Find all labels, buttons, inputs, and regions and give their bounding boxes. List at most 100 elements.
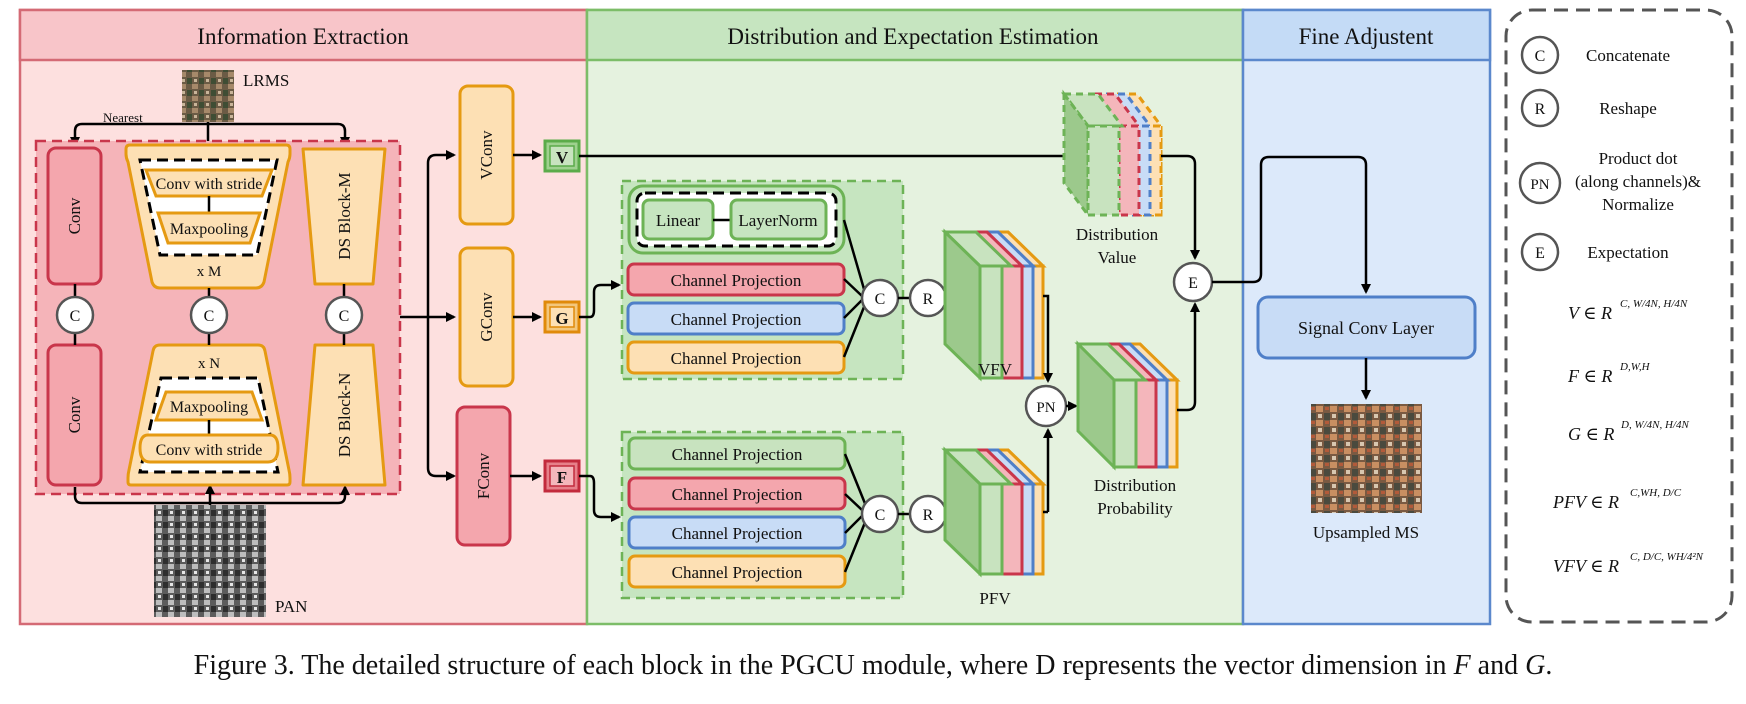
svg-text:DS Block-M: DS Block-M — [335, 172, 354, 259]
vconv-box: VConv — [458, 84, 515, 226]
svg-text:Channel Projection: Channel Projection — [672, 524, 803, 543]
svg-text:DS Block-N: DS Block-N — [335, 373, 354, 458]
concat-circle-2: C — [189, 295, 229, 335]
svg-text:PFV ∈ R: PFV ∈ R — [1552, 492, 1619, 512]
svg-text:Linear: Linear — [656, 211, 701, 230]
dist-value-label-1: Distribution — [1076, 225, 1159, 244]
nearest-label: Nearest — [103, 110, 143, 125]
svg-text:VConv: VConv — [477, 130, 496, 180]
channel-proj-f1: Channel Projection — [627, 436, 847, 471]
svg-text:C, W/4N, H/4N: C, W/4N, H/4N — [1620, 298, 1688, 310]
svg-text:Reshape: Reshape — [1599, 99, 1657, 118]
upsampled-label: Upsampled MS — [1313, 523, 1419, 542]
svg-text:FConv: FConv — [474, 452, 493, 499]
pan-label: PAN — [275, 597, 307, 616]
svg-text:Channel Projection: Channel Projection — [671, 349, 802, 368]
f-feature: F — [543, 459, 581, 493]
svg-text:Channel Projection: Channel Projection — [672, 563, 803, 582]
legend-concatenate: C Concatenate — [1520, 35, 1670, 75]
svg-text:Maxpooling: Maxpooling — [170, 399, 248, 416]
gconv-box: GConv — [458, 246, 515, 388]
branch-arrows — [400, 150, 456, 481]
channel-proj-f3: Channel Projection — [627, 515, 847, 550]
svg-text:C,WH, D/C: C,WH, D/C — [1630, 487, 1682, 499]
svg-text:E: E — [1535, 245, 1545, 262]
pgcu-diagram: Information Extraction Distribution and … — [18, 8, 1734, 626]
svg-text:C: C — [875, 507, 886, 524]
math-pfv: PFV ∈ R C,WH, D/C — [1552, 487, 1682, 512]
svg-text:G ∈ R: G ∈ R — [1568, 424, 1614, 444]
distribution-probability-stack — [1074, 340, 1181, 471]
proj-f-merge-lines — [843, 453, 868, 573]
expectation-circle: E — [1172, 261, 1214, 303]
svg-text:C: C — [875, 291, 886, 308]
section-title-info: Information Extraction — [197, 24, 409, 49]
svg-text:x M: x M — [197, 264, 222, 280]
linear-box: Linear — [641, 198, 715, 241]
svg-text:C: C — [339, 308, 350, 325]
math-g: G ∈ R D, W/4N, H/4N — [1568, 419, 1690, 444]
svg-text:R: R — [923, 507, 934, 524]
reshape-circle-g: R — [908, 278, 948, 318]
pfv-stack — [941, 446, 1047, 578]
layernorm-box: LayerNorm — [729, 198, 828, 241]
svg-text:(along channels)&: (along channels)& — [1575, 172, 1701, 191]
concat-circle-1: C — [55, 295, 95, 335]
svg-text:PN: PN — [1036, 400, 1055, 416]
math-v: V ∈ R C, W/4N, H/4N — [1568, 298, 1688, 323]
svg-text:Signal Conv Layer: Signal Conv Layer — [1298, 318, 1434, 338]
distribution-value-stack — [1061, 89, 1164, 220]
channel-proj-g3: Channel Projection — [626, 340, 846, 375]
svg-text:F ∈ R: F ∈ R — [1567, 366, 1612, 386]
svg-text:Product dot: Product dot — [1599, 149, 1678, 168]
ds-block-n: DS Block-N — [301, 343, 387, 487]
vfv-label: VFV — [978, 360, 1013, 379]
svg-text:Expectation: Expectation — [1587, 243, 1669, 262]
lrms-image — [182, 70, 234, 122]
reshape-circle-f: R — [908, 494, 948, 534]
proj-g-merge-lines — [842, 219, 868, 358]
conv-bottom: Conv — [46, 343, 103, 487]
vfv-stack — [941, 228, 1047, 382]
left-concat-lines — [73, 284, 346, 345]
channel-proj-f2: Channel Projection — [627, 476, 847, 511]
dist-prob-label-1: Distribution — [1094, 476, 1177, 495]
svg-text:Channel Projection: Channel Projection — [671, 310, 802, 329]
legend-pn: PN Product dot (along channels)& Normali… — [1518, 149, 1701, 214]
svg-text:E: E — [1188, 275, 1198, 292]
pfv-label: PFV — [979, 589, 1011, 608]
pn-circle: PN — [1024, 384, 1068, 428]
ds-block-m: DS Block-M — [301, 147, 387, 286]
pan-arrows — [73, 484, 350, 505]
svg-text:C: C — [1535, 48, 1546, 65]
dist-value-label-2: Value — [1098, 248, 1137, 267]
svg-text:LayerNorm: LayerNorm — [738, 211, 817, 230]
svg-text:C: C — [204, 308, 215, 325]
svg-text:R: R — [1535, 101, 1546, 118]
concat-circle-3: C — [324, 295, 364, 335]
svg-text:Channel Projection: Channel Projection — [672, 485, 803, 504]
channel-proj-f4: Channel Projection — [627, 554, 847, 589]
svg-text:C: C — [70, 308, 81, 325]
legend-expectation: E Expectation — [1520, 232, 1669, 272]
svg-text:Concatenate: Concatenate — [1586, 46, 1670, 65]
downsample-block-n: Maxpooling Conv with stride x N — [126, 343, 292, 487]
svg-text:C, D/C, WH/4²N: C, D/C, WH/4²N — [1630, 551, 1704, 563]
svg-text:R: R — [923, 291, 934, 308]
conv-top: Conv — [46, 146, 103, 286]
legend-reshape: R Reshape — [1520, 88, 1657, 128]
downsample-block-m: Conv with stride Maxpooling x M — [124, 143, 292, 290]
concat-circle-g: C — [860, 278, 900, 318]
figure-caption: Figure 3. The detailed structure of each… — [193, 650, 1553, 681]
svg-text:Maxpooling: Maxpooling — [170, 221, 248, 238]
dist-prob-label-2: Probability — [1097, 499, 1173, 518]
legend: C Concatenate R Reshape PN Product dot (… — [1504, 8, 1734, 624]
conv-to-letter-arrows — [510, 150, 542, 481]
upsampled-ms-image — [1311, 404, 1422, 513]
gf-to-proj-arrows — [579, 280, 621, 522]
svg-text:G: G — [555, 309, 568, 328]
math-f: F ∈ R D,W,H — [1567, 361, 1651, 386]
vfv-pfv-to-pn — [1043, 294, 1053, 514]
math-vfv: VFV ∈ R C, D/C, WH/4²N — [1553, 551, 1704, 576]
e-to-signal-arrow — [1212, 155, 1371, 294]
